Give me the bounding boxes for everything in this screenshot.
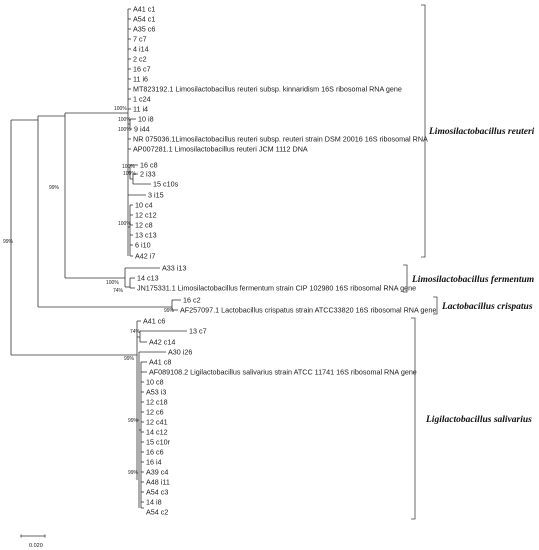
bootstrap-value: 100% (118, 127, 131, 133)
leaf-label: 7 c7 (133, 35, 147, 44)
leaf-label: 14 c12 (146, 428, 168, 437)
leaf-label: 10 c4 (135, 201, 153, 210)
leaf-label: AF089108.2 Ligilactobacillus salivarius … (149, 368, 417, 377)
leaf-label: A54 c1 (133, 15, 155, 24)
leaf-label: A39 c4 (146, 468, 168, 477)
bootstrap-value: 100% (106, 280, 119, 286)
clade-label: Limosilactobacillus fermentum (411, 275, 534, 285)
leaf-label: 2 c2 (133, 55, 147, 64)
leaf-label: 16 c7 (133, 65, 151, 74)
leaf-label: 4 i14 (133, 45, 149, 54)
leaf-label: MT823192.1 Limosilactobacillus reuteri s… (133, 85, 402, 94)
leaf-label: 12 c6 (146, 408, 164, 417)
clade-label: Limosilactobacillus reuteri (428, 127, 535, 137)
leaf-label: 13 c13 (135, 231, 157, 240)
leaf-label: 15 c10r (146, 438, 171, 447)
leaf-label: A48 i11 (146, 478, 170, 487)
bootstrap-value: 100% (123, 171, 136, 177)
clade-bracket (421, 4, 426, 258)
leaf-label: 12 c41 (146, 418, 168, 427)
scale-bar: 0.020 (20, 534, 46, 549)
bootstrap-value: 100% (114, 106, 127, 112)
leaf-label: 14 i8 (146, 498, 162, 507)
bootstrap-value: 99% (124, 356, 135, 362)
clade-salivarius: Ligilactobacillus salivarius (411, 317, 532, 520)
clade-fermentum: Limosilactobacillus fermentum (403, 264, 534, 293)
leaf-label: 10 c8 (146, 378, 164, 387)
bootstrap-value: 74% (130, 329, 141, 335)
leaf-label: A35 c6 (133, 25, 155, 34)
leaf-labels: A41 c1 A54 c1 A35 c6 7 c7 4 i14 2 c2 16 … (133, 5, 436, 517)
leaf-label: A30 i26 (168, 348, 192, 357)
bootstrap-value: 100% (118, 117, 131, 123)
leaf-label: 16 i4 (146, 458, 162, 467)
bootstrap-value: 74% (113, 288, 124, 294)
leaf-label: A42 i7 (135, 252, 155, 261)
bootstrap-value: 99% (3, 239, 14, 245)
clade-label: Lactobacillus crispatus (441, 302, 533, 312)
leaf-label: 16 c6 (146, 448, 164, 457)
clade-crispatus: Lactobacillus crispatus (433, 296, 533, 315)
leaf-label: 10 i8 (138, 115, 154, 124)
leaf-label: A41 c6 (143, 317, 165, 326)
tree-branches (10, 8, 187, 509)
leaf-label: A53 i3 (146, 388, 166, 397)
bootstrap-value: 99% (49, 185, 60, 191)
clade-bracket (433, 296, 438, 315)
leaf-label: JN175331.1 Limosilactobacillus fermentum… (137, 284, 416, 293)
bootstrap-values: 100% 100% 100% 100% 100% 100% 99% 99% 10… (3, 106, 175, 476)
leaf-label: 16 c8 (140, 161, 158, 170)
leaf-label: AP007281.1 Limosilactobacillus reuteri J… (133, 145, 308, 154)
leaf-label: 12 c8 (135, 221, 153, 230)
leaf-label: 6 i10 (135, 241, 151, 250)
leaf-label: A33 i13 (162, 264, 186, 273)
leaf-label: 15 c10s (153, 180, 179, 189)
leaf-label: NR 075036.1Limosilactobacillus reuteri s… (133, 135, 428, 144)
bootstrap-value: 99% (128, 470, 139, 476)
leaf-label: 11 i6 (133, 75, 148, 84)
clade-label: Ligilactobacillus salivarius (425, 415, 532, 425)
scale-bar-label: 0.020 (29, 543, 43, 549)
leaf-label: 16 c2 (183, 296, 201, 305)
leaf-label: 2 i33 (140, 170, 156, 179)
bootstrap-value: 99% (164, 308, 175, 314)
clade-reuteri: Limosilactobacillus reuteri (421, 4, 535, 258)
bootstrap-value: 100% (118, 221, 131, 227)
leaf-label: A41 c1 (133, 5, 155, 14)
leaf-label: 11 i4 (133, 105, 148, 114)
leaf-label: 13 c7 (189, 327, 207, 336)
leaf-label: 1 c24 (133, 95, 151, 104)
leaf-label: AF257097.1 Lactobacillus crispatus strai… (180, 306, 436, 315)
leaf-label: 3 i15 (148, 191, 164, 200)
leaf-label: 12 c12 (135, 211, 157, 220)
leaf-label: A54 c3 (146, 488, 168, 497)
leaf-label: 14 c13 (137, 274, 159, 283)
bootstrap-value: 100% (122, 164, 135, 170)
leaf-label: 12 c18 (146, 398, 168, 407)
leaf-label: 9 i44 (134, 125, 150, 134)
leaf-label: A41 c8 (149, 358, 171, 367)
bootstrap-value: 99% (128, 418, 139, 424)
clade-bracket (403, 264, 408, 293)
leaf-label: A54 c2 (146, 508, 168, 517)
leaf-label: A42 c14 (149, 338, 175, 347)
clade-bracket (411, 317, 416, 520)
